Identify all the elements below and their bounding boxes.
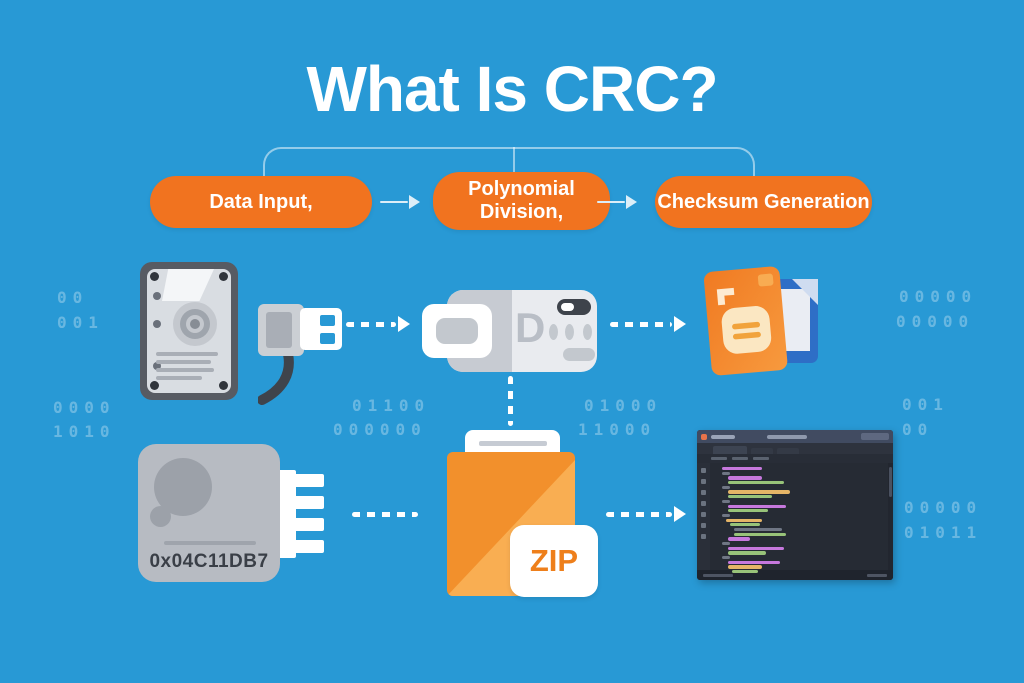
editor-scrollbar: [888, 463, 893, 570]
usb-plug-icon: [258, 304, 304, 356]
flow-step-data-input: Data Input,: [150, 176, 372, 228]
flow-step-checksum-generation: Checksum Generation: [655, 176, 872, 228]
card-letter: D: [515, 304, 546, 351]
flow-arrow-icon: [597, 195, 644, 209]
binary-digits: 00: [902, 420, 934, 439]
hard-drive-body: [140, 262, 238, 400]
binary-digits: 000000: [333, 420, 427, 439]
connector-bracket-stub: [513, 147, 515, 175]
run-button-icon: [861, 433, 889, 440]
data-card-icon: D: [422, 290, 597, 372]
editor-titlebar: [697, 430, 893, 443]
zip-folder-icon: ZIP: [440, 428, 605, 602]
editor-tabbar: [697, 443, 893, 454]
binary-digits: 00000: [899, 287, 978, 306]
binary-digits: 01000: [584, 396, 663, 415]
page-title: What Is CRC?: [306, 53, 718, 125]
connector-bracket: [263, 147, 755, 177]
binary-digits: 1010: [53, 422, 116, 441]
cable-icon: [258, 352, 294, 405]
editor-sidebar-icons: [697, 463, 710, 570]
editor-code-lines: [710, 463, 888, 574]
usb-connector-icon: [300, 308, 342, 350]
flow-arrow-icon: [380, 195, 427, 209]
dashed-arrow-icon: [606, 506, 694, 522]
binary-digits: 11000: [578, 420, 657, 439]
binary-digits: 0000: [53, 398, 116, 417]
flow-step-label: Data Input,: [209, 190, 313, 213]
card-slot-icon: [422, 304, 492, 358]
flow-step-label: Checksum Generation: [657, 190, 870, 213]
dashed-arrow-icon: [610, 316, 694, 332]
dashed-line-icon: [352, 506, 418, 522]
binary-digits: 01100: [352, 396, 431, 415]
binary-digits: 001: [902, 395, 949, 414]
chip-pins-icon: [276, 470, 324, 558]
code-editor-window: [697, 430, 893, 580]
documents-icon: [704, 266, 818, 376]
polynomial-hex-label: 0x04C11DB7: [149, 551, 269, 572]
zip-badge: ZIP: [510, 525, 598, 597]
binary-digits: 001: [57, 313, 104, 332]
binary-digits: 00000: [904, 498, 983, 517]
orange-document-icon: [704, 266, 788, 376]
card-indicator-icon: [557, 299, 591, 315]
binary-digits: 00000: [896, 312, 975, 331]
editor-statusbar: [697, 570, 893, 580]
dashed-connector-icon: [508, 376, 513, 426]
binary-digits: 00: [57, 288, 89, 307]
binary-digits: 01011: [904, 523, 983, 542]
hard-drive-icon: [140, 258, 355, 410]
crc-chip-icon: 0x04C11DB7: [138, 444, 353, 584]
flow-step-polynomial-division: Polynomial Division,: [433, 172, 610, 230]
flow-step-label: Polynomial Division,: [468, 178, 575, 223]
app-icon: [701, 433, 707, 440]
editor-breadcrumb: [697, 454, 893, 463]
dashed-arrow-icon: [346, 316, 418, 332]
